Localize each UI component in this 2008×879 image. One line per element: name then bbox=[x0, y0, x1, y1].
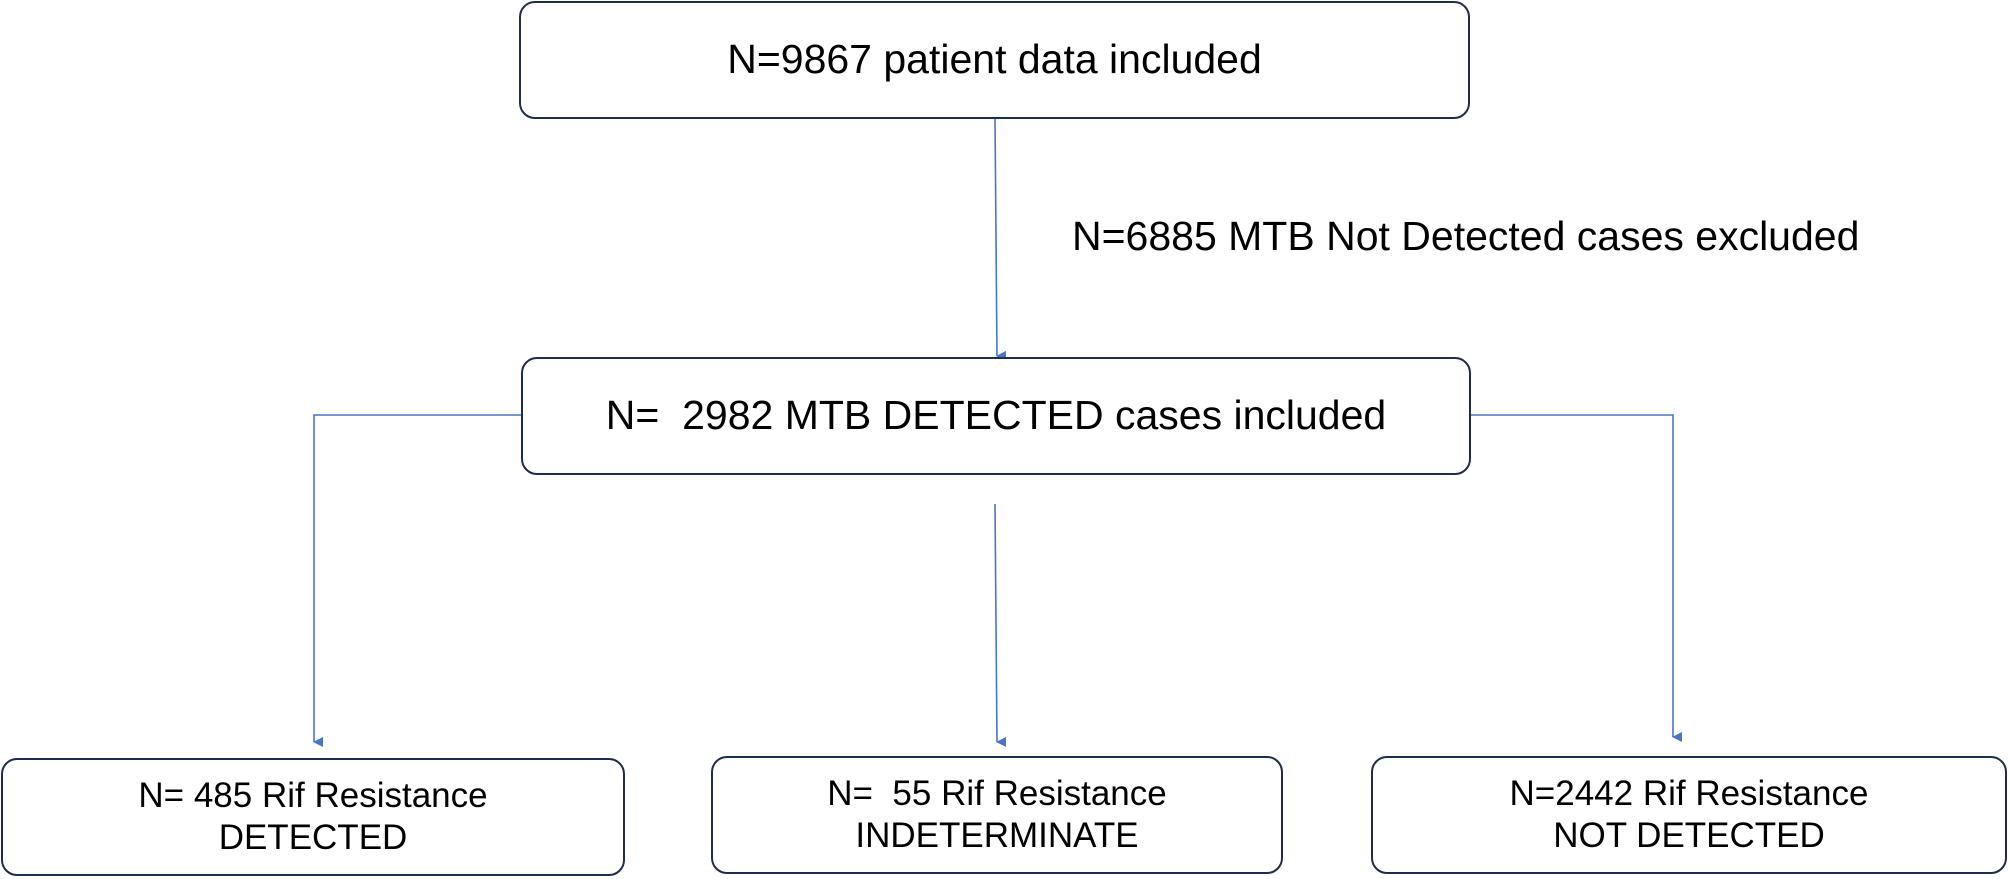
arrow-middle-to-detected bbox=[313, 414, 521, 747]
bottom-box-indeterminate-line1: N= 55 Rif Resistance bbox=[827, 774, 1167, 813]
arrow-middle-to-not-detected bbox=[1470, 414, 1682, 742]
bottom-box-indeterminate-line2: INDETERMINATE bbox=[855, 816, 1139, 855]
bottom-box-detected-line1: N= 485 Rif Resistance bbox=[138, 776, 488, 815]
middle-box: N= 2982 MTB DETECTED cases included bbox=[521, 357, 1471, 475]
exclusion-label: N=6885 MTB Not Detected cases excluded bbox=[1072, 213, 1860, 259]
arrow-middle-to-indeterminate bbox=[994, 503, 1007, 747]
bottom-box-detected-line2: DETECTED bbox=[218, 818, 408, 857]
bottom-box-not-detected-line2: NOT DETECTED bbox=[1553, 816, 1825, 855]
top-box-text: N=9867 patient data included bbox=[727, 36, 1262, 83]
arrow-top-to-middle bbox=[994, 117, 1007, 361]
bottom-box-not-detected: N=2442 Rif Resistance NOT DETECTED bbox=[1371, 756, 2007, 874]
middle-box-text: N= 2982 MTB DETECTED cases included bbox=[605, 392, 1387, 439]
bottom-box-not-detected-line1: N=2442 Rif Resistance bbox=[1509, 774, 1869, 813]
bottom-box-indeterminate: N= 55 Rif Resistance INDETERMINATE bbox=[711, 756, 1283, 874]
bottom-box-detected: N= 485 Rif Resistance DETECTED bbox=[1, 758, 625, 876]
top-box: N=9867 patient data included bbox=[519, 1, 1470, 119]
